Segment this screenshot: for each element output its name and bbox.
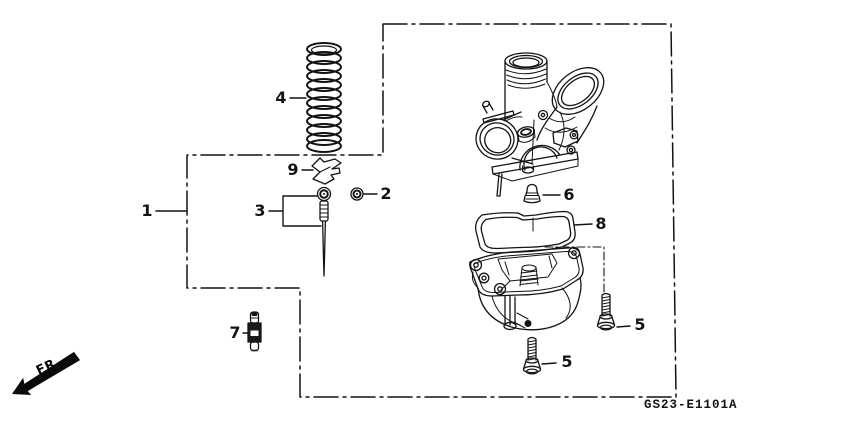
kit-boundary-outline — [186, 23, 677, 398]
callout-3[interactable]: 3 — [254, 201, 266, 220]
callout-5b[interactable]: 5 — [561, 352, 573, 371]
spring-part-4 — [306, 42, 342, 153]
washer-part-2 — [350, 187, 364, 201]
diagram-code: GS23-E1101A — [644, 398, 738, 412]
callout-8[interactable]: 8 — [595, 214, 607, 233]
float-bowl — [469, 246, 584, 331]
callout-2[interactable]: 2 — [380, 184, 392, 203]
screw-part-5a — [596, 292, 616, 331]
callout-6[interactable]: 6 — [563, 185, 575, 204]
callout-9[interactable]: 9 — [287, 160, 299, 179]
carburetor-body — [475, 52, 605, 197]
jet-part-7 — [247, 311, 262, 352]
clip-part-9 — [311, 157, 342, 185]
screw-part-5b — [522, 336, 542, 375]
callout-4[interactable]: 4 — [275, 88, 287, 107]
gasket-part-8 — [474, 210, 576, 254]
callout-5a[interactable]: 5 — [634, 315, 646, 334]
fr-direction-arrow — [12, 351, 81, 395]
callout-7[interactable]: 7 — [229, 323, 241, 342]
callout-leader-lines — [155, 97, 631, 365]
needle-part-3 — [316, 186, 332, 277]
callout-1[interactable]: 1 — [141, 201, 153, 220]
jet-part-6 — [523, 183, 541, 204]
